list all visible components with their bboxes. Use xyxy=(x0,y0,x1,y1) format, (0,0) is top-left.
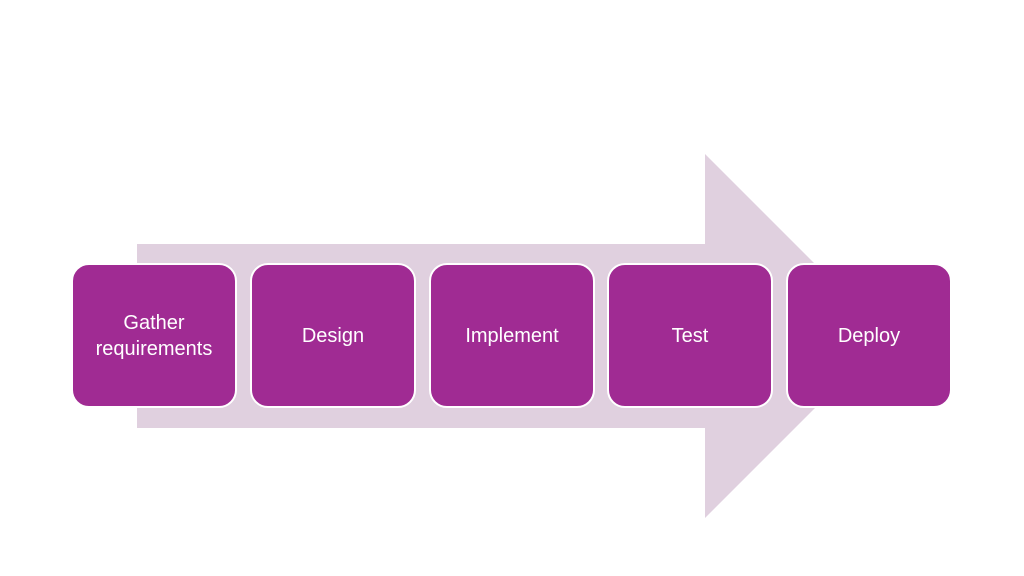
step-implement: Implement xyxy=(429,263,595,408)
step-label: Design xyxy=(301,324,365,347)
step-deploy: Deploy xyxy=(786,263,952,408)
step-label: Implement xyxy=(465,324,559,347)
step-design: Design xyxy=(250,263,416,408)
step-label: Test xyxy=(671,324,709,347)
step-label: Deploy xyxy=(837,324,901,347)
step-label: Gather requirements xyxy=(95,311,213,360)
step-gather-requirements: Gather requirements xyxy=(71,263,237,408)
step-test: Test xyxy=(607,263,773,408)
